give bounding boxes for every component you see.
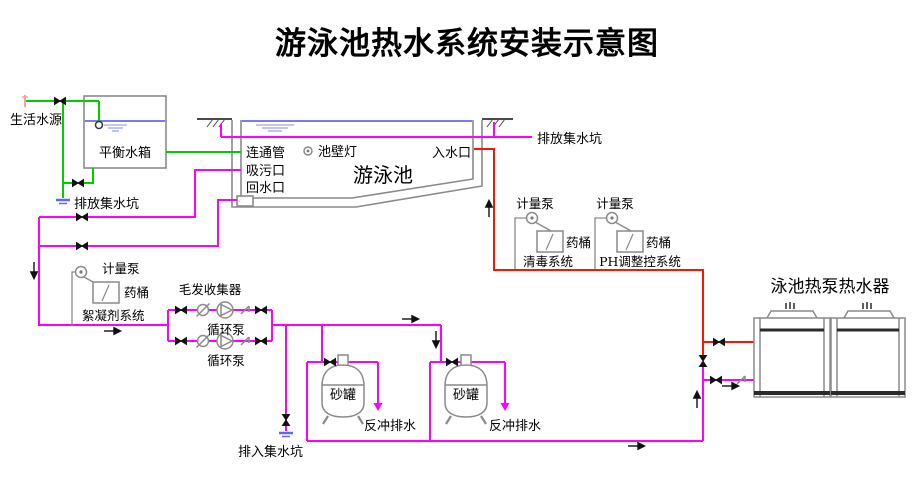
sand-tank-1 <box>321 354 365 425</box>
ground-lines <box>197 118 513 128</box>
metering-pump-icon <box>525 211 539 225</box>
water-source-icon <box>22 95 28 107</box>
label-inlet: 入水口 <box>432 146 471 161</box>
sand-tank-2 <box>444 354 488 425</box>
flow-arrow-icon <box>627 442 646 450</box>
flow-arrow-icon <box>721 382 740 390</box>
pool-bottom-sump <box>236 195 254 207</box>
sump-marks <box>22 95 293 438</box>
valve-icon <box>699 355 707 367</box>
label-heater: 泳池热泵热水器 <box>771 277 890 297</box>
equipment <box>74 120 906 425</box>
label-circ-pump-1: 循环泵 <box>207 322 245 337</box>
valve-icon <box>710 376 722 384</box>
circulation-pump-icon <box>216 301 234 319</box>
label-sand-tank-2: 砂罐 <box>453 388 479 403</box>
pool-light-icon <box>303 146 313 156</box>
fan-icon <box>785 302 872 309</box>
label-disinf-system: 清毒系统 <box>523 254 573 269</box>
label-overflow-drain: 排放集水坑 <box>537 131 602 147</box>
valve-icon <box>324 358 336 366</box>
label-floc-system: 絮凝剂系统 <box>82 308 145 323</box>
sump-icon <box>279 431 293 438</box>
label-return-port: 回水口 <box>246 181 285 196</box>
hot-supply-pipes <box>474 148 754 356</box>
label-backwash-1: 反冲排水 <box>364 419 416 434</box>
flow-arrow-icon <box>401 315 420 323</box>
label-balance-tank: 平衡水箱 <box>99 145 151 161</box>
valve-icon <box>175 337 187 345</box>
valve-icon <box>76 213 88 221</box>
label-connecting-pipe: 连通管 <box>246 145 285 161</box>
label-wall-light: 池壁灯 <box>318 145 357 160</box>
label-circ-pump-2: 循环泵 <box>207 353 245 368</box>
labels: 游泳池热水系统安装示意图 生活水源 平衡水箱 排放集水坑 连通管 吸污口 回水口… <box>10 26 890 460</box>
label-disinf-barrel: 药桶 <box>566 235 591 250</box>
label-suction-port: 吸污口 <box>246 164 285 179</box>
label-ph-system: PH调整控系统 <box>599 254 681 269</box>
label-floc-pump: 计量泵 <box>102 261 140 276</box>
page-title: 游泳池热水系统安装示意图 <box>275 26 659 62</box>
heat-pump-bands <box>754 302 905 395</box>
valve-icon <box>72 179 84 187</box>
valve-icon <box>255 306 267 314</box>
label-drain-sump-left: 排放集水坑 <box>74 196 139 212</box>
flow-arrow-icon <box>485 199 493 218</box>
flow-arrow-icon <box>693 390 701 409</box>
label-disinf-pump: 计量泵 <box>516 196 554 211</box>
float-valve-icon <box>94 120 104 130</box>
flow-arrow-icon <box>103 327 122 335</box>
sump-icon <box>56 198 70 205</box>
hair-collector-icon <box>195 302 211 318</box>
label-source: 生活水源 <box>10 113 62 128</box>
heat-pump-units <box>753 302 906 398</box>
water-ripples <box>104 124 294 132</box>
label-backwash-2: 反冲排水 <box>489 419 541 434</box>
valve-icon <box>282 414 290 426</box>
balance-tank <box>83 95 167 169</box>
label-ph-barrel: 药桶 <box>646 235 671 250</box>
metering-pump-icon <box>74 265 88 279</box>
valve-icon <box>255 337 267 345</box>
valve-icon <box>175 306 187 314</box>
flow-arrow-icon <box>30 261 38 280</box>
return-pipes <box>38 122 754 442</box>
label-pool-name: 游泳池 <box>353 163 413 187</box>
label-drain-sump-bottom: 排入集水坑 <box>238 444 303 460</box>
flow-arrow-icon <box>432 330 440 349</box>
label-floc-barrel: 药桶 <box>124 285 149 300</box>
backwash-outlet-arrows <box>373 403 510 411</box>
label-sand-tank-1: 砂罐 <box>330 388 356 403</box>
label-ph-pump: 计量泵 <box>596 196 634 211</box>
metering-pump-icon <box>605 211 619 225</box>
valve-icon <box>446 358 458 366</box>
valve-icon <box>54 97 66 105</box>
valve-icon <box>76 242 88 250</box>
label-hair-collector: 毛发收集器 <box>179 282 242 297</box>
valve-icon <box>713 338 725 346</box>
barrel-dip-tubes <box>101 233 634 302</box>
